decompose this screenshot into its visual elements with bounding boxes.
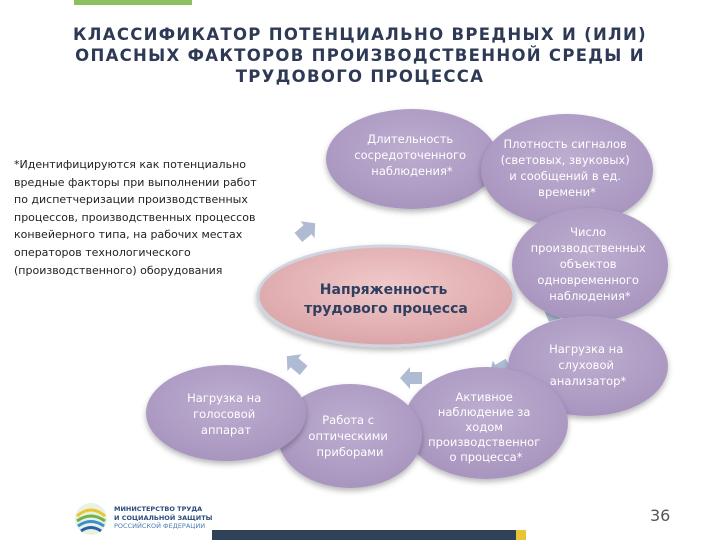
org-line-3: РОССИЙСКОЙ ФЕДЕРАЦИИ (114, 522, 206, 530)
factor-oval: Нагрузка на голосовой аппарат (146, 365, 306, 461)
svg-text:Напряженность трудового: Напряженность трудового процесса (304, 282, 468, 317)
footer-bar (212, 530, 516, 540)
title-line-2: ОПАСНЫХ ФАКТОРОВ ПРОИЗВОДСТВЕННОЙ СРЕДЫ … (75, 46, 645, 65)
arrow-icon (286, 354, 308, 376)
note-line: вредные факторы при выполнении работ (14, 175, 257, 189)
page-number: 36 (650, 506, 671, 525)
note-line: (производственного) оборудования (14, 263, 223, 277)
title-line-1: КЛАССИФИКАТОР ПОТЕНЦИАЛЬНО ВРЕДНЫХ И (ИЛ… (72, 25, 648, 44)
org-line-1: МИНИСТЕРСТВО ТРУДА (114, 505, 203, 513)
note-line: процессов, производственных процессов (14, 210, 256, 224)
svg-text:Длительность сосредоточе: Длительность сосредоточенного наблюдения… (354, 132, 469, 178)
org-line-2: И СОЦИАЛЬНОЙ ЗАЩИТЫ (114, 513, 213, 522)
svg-text:Плотность сигналов (свет: Плотность сигналов (световых, звуковых) … (501, 137, 634, 199)
factor-oval: Длительность сосредоточенного наблюдения… (326, 109, 498, 209)
note-line: операторов технологического (14, 245, 191, 259)
factor-oval: Активное наблюдение за ходом производств… (404, 367, 568, 479)
note-line: *Идентифицируются как потенциально (14, 158, 246, 171)
note-line: по диспетчеризации производственных (14, 193, 248, 207)
ministry-logo-icon (75, 503, 107, 535)
footer-bar-accent (516, 530, 526, 540)
top-accent-bar (74, 0, 192, 5)
title-line-3: ТРУДОВОГО ПРОЦЕССА (235, 67, 485, 86)
footnote-text: *Идентифицируются как потенциально вредн… (14, 156, 276, 279)
ministry-name: МИНИСТЕРСТВО ТРУДА И СОЦИАЛЬНОЙ ЗАЩИТЫ Р… (114, 505, 212, 531)
svg-text:Работа с оптическими: Работа с оптическими приборами (308, 413, 391, 459)
note-line: конвейерного типа, на рабочих местах (14, 228, 243, 242)
svg-text:Число производственных: Число производственных объектов одноврем… (531, 225, 650, 303)
central-concept: Напряженность трудового процесса (256, 244, 516, 348)
slide-title: КЛАССИФИКАТОР ПОТЕНЦИАЛЬНО ВРЕДНЫХ И (ИЛ… (40, 24, 680, 87)
svg-text:Нагрузка на голосовой: Нагрузка на голосовой аппарат (187, 391, 265, 437)
factor-oval: Плотность сигналов (световых, звуковых) … (481, 114, 653, 226)
arrow-icon (400, 367, 422, 389)
factor-oval: Число производственных объектов одноврем… (512, 208, 668, 322)
svg-text:Активное наблюдение за: Активное наблюдение за ходом производств… (428, 390, 544, 464)
svg-text:Нагрузка на слуховой: Нагрузка на слуховой анализатор* (549, 342, 627, 388)
arrow-icon (294, 221, 316, 243)
factor-oval: Работа с оптическими приборами (278, 384, 422, 488)
